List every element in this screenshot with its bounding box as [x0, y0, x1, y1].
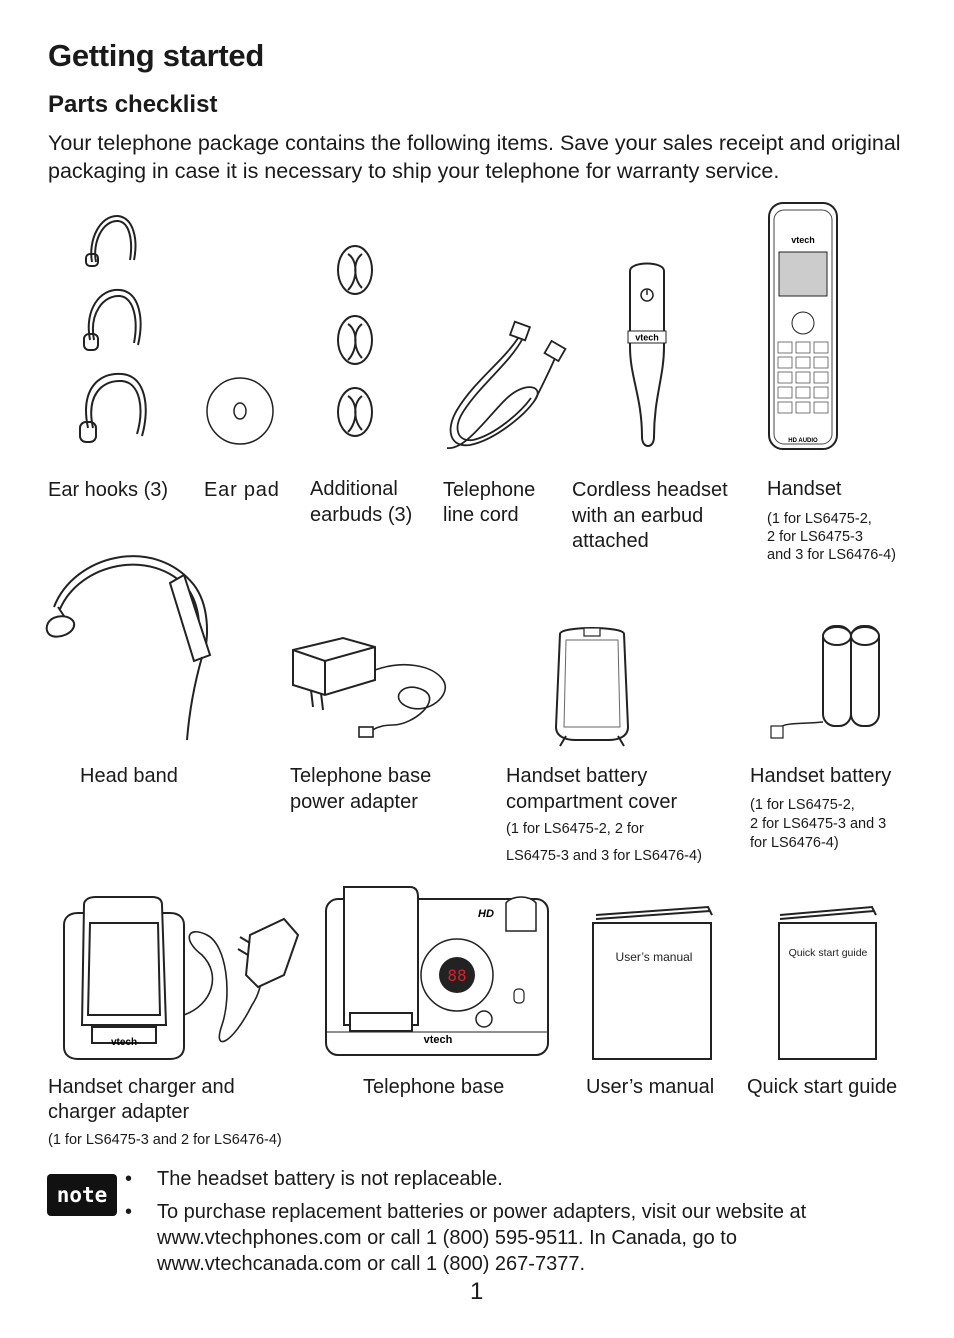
handset-audio: HD AUDIO	[788, 438, 818, 444]
charger-label-1: Handset charger and	[48, 1076, 235, 1098]
battery-cover-note-1: (1 for LS6475-2, 2 for	[506, 821, 644, 837]
note-bullet-text-1: The headset battery is not replaceable.	[157, 1168, 503, 1190]
note-bullet-list: • The headset battery is not replaceable.…	[120, 1166, 900, 1284]
intro-paragraph: Your telephone package contains the foll…	[48, 131, 901, 183]
ear-pad-label: Ear pad	[204, 479, 280, 501]
handset-note-2: 2 for LS6475-3	[767, 529, 863, 545]
section-title: Parts checklist	[48, 91, 218, 118]
battery-cover-label-2: compartment cover	[506, 791, 678, 813]
base-illustration: 88 HD vtech	[325, 886, 549, 1056]
headset-illustration: vtech	[627, 262, 667, 447]
base-audio: HD	[478, 908, 494, 920]
power-adapter-label-2: power adapter	[290, 791, 418, 813]
page-number: 1	[470, 1278, 484, 1305]
earbud-illustration	[337, 245, 373, 437]
battery-cover-illustration	[554, 627, 630, 747]
users-manual-label: User’s manual	[586, 1076, 715, 1098]
battery-note-1: (1 for LS6475-2,	[750, 797, 855, 813]
quick-start-cover-text: Quick start guide	[789, 947, 868, 959]
manual-booklet-illustration: User’s manual	[592, 905, 713, 1060]
base-display: 88	[447, 966, 466, 985]
headset-label-1: Cordless headset	[572, 479, 728, 501]
ear-hooks-label: Ear hooks (3)	[48, 479, 169, 501]
power-adapter-illustration	[292, 636, 446, 738]
line-cord-label-1: Telephone	[443, 479, 536, 501]
handset-illustration: vtech HD AUDIO	[768, 202, 838, 450]
page-title: Getting started	[48, 38, 264, 73]
quick-start-booklet-illustration: Quick start guide	[778, 905, 877, 1060]
battery-label: Handset battery	[750, 765, 892, 787]
handset-label: Handset	[767, 478, 842, 500]
battery-illustration	[770, 625, 880, 739]
head-band-illustration	[45, 555, 212, 741]
charger-note: (1 for LS6475-3 and 2 for LS6476-4)	[48, 1132, 282, 1148]
note-bullet-2: • To purchase replacement batteries or po…	[120, 1199, 900, 1277]
headset-label-3: attached	[572, 530, 649, 552]
charger-label-2: charger adapter	[48, 1101, 190, 1123]
base-brand: vtech	[424, 1034, 453, 1046]
bullet-marker: •	[125, 1201, 133, 1223]
headset-label-2: with an earbud	[572, 505, 704, 527]
handset-note-3: and 3 for LS6476-4)	[767, 547, 896, 563]
earbuds-label-2: earbuds (3)	[310, 504, 413, 526]
manual-cover-text: User’s manual	[616, 950, 693, 964]
ear-hook-illustration	[79, 214, 147, 443]
line-cord-illustration	[446, 320, 567, 449]
handset-brand: vtech	[791, 235, 815, 245]
head-band-label: Head band	[80, 765, 178, 787]
note-bullet-text-2: To purchase replacement batteries or pow…	[157, 1201, 807, 1275]
handset-note-1: (1 for LS6475-2,	[767, 511, 872, 527]
headset-brand: vtech	[635, 333, 659, 343]
note-bullet-1: • The headset battery is not replaceable.	[120, 1166, 900, 1192]
charger-illustration: vtech	[63, 896, 300, 1060]
power-adapter-label-1: Telephone base	[290, 765, 432, 787]
ear-pad-illustration	[206, 377, 274, 445]
earbuds-label-1: Additional	[310, 478, 398, 500]
battery-note-3: for LS6476-4)	[750, 835, 839, 851]
note-badge: note	[47, 1174, 117, 1216]
battery-note-2: 2 for LS6475-3 and 3	[750, 816, 887, 832]
battery-cover-note-2: LS6475-3 and 3 for LS6476-4)	[506, 848, 702, 864]
quick-start-label: Quick start guide	[747, 1076, 898, 1098]
base-label: Telephone base	[363, 1076, 505, 1098]
line-cord-label-2: line cord	[443, 504, 519, 526]
bullet-marker: •	[125, 1168, 133, 1190]
charger-brand: vtech	[111, 1037, 137, 1048]
battery-cover-label-1: Handset battery	[506, 765, 648, 787]
